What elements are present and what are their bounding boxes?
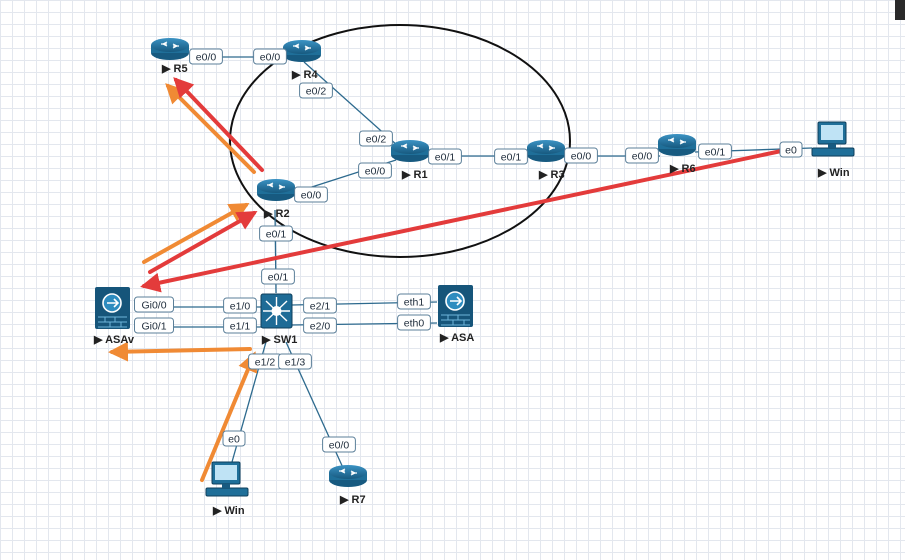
pc-icon[interactable] xyxy=(811,121,855,157)
device-label-r3: ▶ R3 xyxy=(538,169,565,181)
device-label-sw1: ▶ SW1 xyxy=(261,334,297,346)
device-label-asa: ▶ ASA xyxy=(439,332,474,344)
router-icon[interactable] xyxy=(329,465,367,487)
port-label: e0/0 xyxy=(564,147,598,164)
port-label-text: Gi0/1 xyxy=(141,321,166,333)
port-label: eth0 xyxy=(397,314,431,331)
port-label: e0/0 xyxy=(294,186,328,203)
firewall-icon[interactable] xyxy=(95,287,130,329)
port-label-text: e0/0 xyxy=(196,52,217,64)
switch-icon[interactable] xyxy=(260,293,293,329)
port-label-text: e0 xyxy=(785,145,797,157)
device-label-r7: ▶ R7 xyxy=(339,494,366,506)
port-label-text: e2/1 xyxy=(310,301,331,313)
port-label: e0/0 xyxy=(189,48,223,65)
router-icon[interactable] xyxy=(658,134,696,156)
port-label-text: e1/2 xyxy=(255,357,276,369)
port-label-text: eth1 xyxy=(404,297,425,309)
port-label: e1/2 xyxy=(248,353,282,370)
port-label: e0/2 xyxy=(359,130,393,147)
port-label: e0/1 xyxy=(494,148,528,165)
router-icon[interactable] xyxy=(257,179,295,201)
port-label-text: e0/0 xyxy=(301,190,322,202)
port-label: e0 xyxy=(222,430,246,447)
port-label: e2/0 xyxy=(303,317,337,334)
port-label-text: e1/0 xyxy=(230,301,251,313)
port-label: e0/1 xyxy=(428,148,462,165)
port-label: e0/1 xyxy=(698,143,732,160)
area-ellipse xyxy=(229,24,571,258)
port-label-text: eth0 xyxy=(404,318,425,330)
port-label: Gi0/1 xyxy=(134,317,174,334)
device-label-r6: ▶ R6 xyxy=(669,163,696,175)
port-label: e1/0 xyxy=(223,297,257,314)
router-icon[interactable] xyxy=(527,140,565,162)
router-icon[interactable] xyxy=(391,140,429,162)
port-label: e0/0 xyxy=(358,162,392,179)
port-label: e1/1 xyxy=(223,317,257,334)
arrow-red-r2-to-r5 xyxy=(173,77,264,172)
arrow-red-asav-to-r2 xyxy=(148,211,258,274)
device-label-r2: ▶ R2 xyxy=(263,208,290,220)
port-label-text: e1/1 xyxy=(230,321,251,333)
port-label: Gi0/0 xyxy=(134,296,174,313)
port-label: e0 xyxy=(779,141,803,158)
port-label-text: e0/1 xyxy=(501,152,522,164)
port-label-text: e0/1 xyxy=(705,147,726,159)
port-label: e0/0 xyxy=(625,147,659,164)
port-label: e0/0 xyxy=(253,48,287,65)
port-label-text: e0/1 xyxy=(266,229,287,241)
port-label-text: e0/0 xyxy=(571,151,592,163)
port-label-text: e0/1 xyxy=(435,152,456,164)
port-label-text: e0/0 xyxy=(365,166,386,178)
port-label-text: e0/1 xyxy=(268,272,289,284)
arrow-orange-win-to-sw1 xyxy=(200,351,258,482)
arrow-orange-asav-to-r2-a xyxy=(142,203,250,264)
port-label-text: e0 xyxy=(228,434,240,446)
port-label: e2/1 xyxy=(303,297,337,314)
port-label-text: e0/0 xyxy=(632,151,653,163)
device-label-r1: ▶ R1 xyxy=(401,169,428,181)
device-label-winbottom: ▶ Win xyxy=(212,505,245,517)
router-icon[interactable] xyxy=(283,40,321,62)
port-label-text: e2/0 xyxy=(310,321,331,333)
port-label-text: e1/3 xyxy=(285,357,306,369)
arrow-orange-sw1-to-asav xyxy=(108,341,252,362)
router-icon[interactable] xyxy=(151,38,189,60)
port-label-text: e0/2 xyxy=(366,134,387,146)
port-label: e0/2 xyxy=(299,82,333,99)
device-label-r5: ▶ R5 xyxy=(161,63,188,75)
panel-toggle-icon[interactable] xyxy=(895,0,905,20)
port-label-text: e0/2 xyxy=(306,86,327,98)
port-label-text: e0/0 xyxy=(329,440,350,452)
port-label: e0/1 xyxy=(259,225,293,242)
pc-icon[interactable] xyxy=(205,461,249,497)
device-label-asav: ▶ ASAv xyxy=(93,334,135,346)
device-label-r4: ▶ R4 xyxy=(291,69,318,81)
arrow-red-win-to-asav xyxy=(140,148,788,293)
port-label: e0/1 xyxy=(261,268,295,285)
arrow-orange-r2-to-r5 xyxy=(165,83,256,174)
port-label-text: e0/0 xyxy=(260,52,281,64)
device-label-winright: ▶ Win xyxy=(817,167,850,179)
port-label: e0/0 xyxy=(322,436,356,453)
firewall-icon[interactable] xyxy=(438,285,473,327)
port-label: e1/3 xyxy=(278,353,312,370)
port-label: eth1 xyxy=(397,293,431,310)
port-label-text: Gi0/0 xyxy=(141,300,166,312)
